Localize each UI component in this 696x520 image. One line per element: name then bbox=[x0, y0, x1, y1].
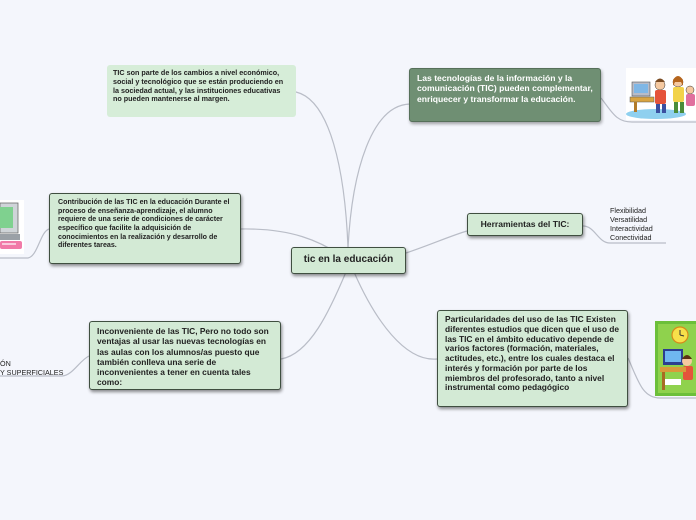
leaves-herramientas: Flexibilidad Versatilidad Interactividad… bbox=[610, 206, 653, 243]
central-topic-label: tic en la educación bbox=[303, 254, 394, 265]
node-inconveniente-text: Inconveniente de las TIC, Pero no todo s… bbox=[97, 326, 269, 388]
node-herramientas[interactable]: Herramientas del TIC: bbox=[467, 213, 583, 236]
leaf-interactividad[interactable]: Interactividad bbox=[610, 223, 653, 233]
node-tecnologias-text: Las tecnologías de la información y la c… bbox=[417, 73, 593, 104]
node-particularidades[interactable]: Particularidades del uso de las TIC Exis… bbox=[437, 310, 628, 407]
node-tecnologias[interactable]: Las tecnologías de la información y la c… bbox=[409, 68, 601, 122]
connector-leaves-inconveniente bbox=[0, 355, 90, 377]
node-contribucion[interactable]: Contribución de las TIC en la educación … bbox=[49, 193, 241, 264]
node-herramientas-text: Herramientas del TIC: bbox=[480, 219, 570, 229]
connector-intro bbox=[108, 91, 349, 249]
connector-icon-contribucion bbox=[0, 228, 50, 259]
node-intro[interactable]: TIC son parte de los cambios a nivel eco… bbox=[107, 65, 296, 117]
node-intro-text: TIC son parte de los cambios a nivel eco… bbox=[113, 68, 284, 104]
connector-tecnologias bbox=[347, 103, 600, 249]
central-topic[interactable]: tic en la educación bbox=[291, 247, 406, 274]
connector-icon-particularidades bbox=[627, 357, 696, 399]
student-at-computer-illustration-icon bbox=[655, 321, 696, 396]
connector-icon-tecnologias bbox=[600, 97, 696, 123]
computer-illustration-icon bbox=[0, 200, 24, 254]
leaf-inconveniente-1[interactable]: ÓN bbox=[0, 359, 11, 368]
connector-herramientas bbox=[405, 230, 468, 254]
connector-inconveniente bbox=[280, 271, 347, 360]
connector-leaves-herramientas bbox=[582, 225, 666, 244]
leaves-inconveniente: ÓN Y SUPERFICIALES bbox=[0, 359, 64, 378]
leaf-flexibilidad[interactable]: Flexibilidad bbox=[610, 206, 646, 215]
connector-particularidades bbox=[353, 271, 438, 360]
leaf-inconveniente-2[interactable]: Y SUPERFICIALES bbox=[0, 367, 64, 377]
leaf-conectividad[interactable]: Conectividad bbox=[610, 232, 652, 242]
node-inconveniente[interactable]: Inconveniente de las TIC, Pero no todo s… bbox=[89, 321, 281, 390]
node-contribucion-text: Contribución de las TIC en la educación … bbox=[58, 198, 230, 250]
leaf-versatilidad[interactable]: Versatilidad bbox=[610, 214, 648, 224]
computer-classroom-illustration-icon bbox=[626, 68, 696, 120]
node-particularidades-text: Particularidades del uso de las TIC Exis… bbox=[445, 314, 620, 393]
